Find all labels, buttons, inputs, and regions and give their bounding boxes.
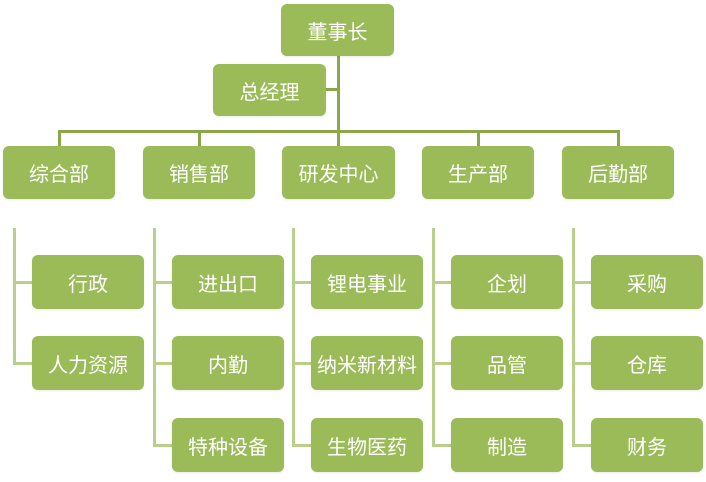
dept-3-sub-branch-1 [292, 281, 311, 284]
dept-2-sub-branch-1 [153, 281, 172, 284]
unit-box: 人力资源 [32, 336, 144, 390]
unit-label: 进出口 [198, 271, 258, 296]
chairman-trunk-line [337, 56, 340, 132]
unit-label: 锂电事业 [327, 271, 407, 296]
unit-box: 财务 [591, 418, 703, 472]
dept-drop-line-1 [58, 130, 61, 146]
unit-label: 财务 [627, 434, 667, 459]
department-label: 后勤部 [588, 162, 648, 186]
unit-box: 采购 [591, 255, 703, 309]
department-label: 销售部 [169, 162, 229, 186]
dept-5-sub-branch-1 [572, 281, 591, 284]
unit-label: 企划 [487, 271, 527, 296]
department-box-3: 研发中心 [282, 146, 395, 199]
unit-label: 采购 [627, 271, 667, 296]
dept-3-sub-branch-3 [292, 444, 311, 447]
department-box-4: 生产部 [422, 146, 534, 199]
unit-label: 特种设备 [188, 434, 268, 459]
unit-box: 企划 [451, 255, 563, 309]
unit-label: 纳米新材料 [317, 352, 417, 377]
dept-2-sub-branch-3 [153, 444, 172, 447]
dept-drop-line-2 [198, 130, 201, 146]
department-box-5: 后勤部 [562, 146, 674, 199]
department-label: 生产部 [448, 162, 508, 186]
dept-4-sub-branch-2 [432, 362, 451, 365]
dept-5-sub-trunk [572, 228, 575, 446]
department-box-2: 销售部 [143, 146, 255, 199]
unit-box: 行政 [32, 255, 144, 309]
dept-3-sub-trunk [292, 228, 295, 446]
dept-drop-line-3 [337, 130, 340, 146]
unit-label: 内勤 [208, 352, 248, 377]
unit-box: 品管 [451, 336, 563, 390]
unit-box: 特种设备 [172, 418, 284, 472]
dept-1-sub-branch-2 [13, 362, 32, 365]
dept-2-sub-trunk [153, 228, 156, 446]
unit-label: 人力资源 [48, 352, 128, 377]
dept-2-sub-branch-2 [153, 362, 172, 365]
chairman-box: 董事长 [281, 4, 394, 56]
manager-branch-line [326, 88, 338, 91]
unit-box: 纳米新材料 [311, 336, 423, 390]
general-manager-box: 总经理 [213, 64, 326, 116]
unit-label: 行政 [68, 271, 108, 296]
unit-box: 仓库 [591, 336, 703, 390]
dept-5-sub-branch-3 [572, 444, 591, 447]
dept-3-sub-branch-2 [292, 362, 311, 365]
unit-box: 制造 [451, 418, 563, 472]
unit-label: 制造 [487, 434, 527, 459]
dept-4-sub-branch-1 [432, 281, 451, 284]
unit-box: 内勤 [172, 336, 284, 390]
unit-box: 进出口 [172, 255, 284, 309]
dept-1-sub-branch-1 [13, 281, 32, 284]
department-label: 综合部 [29, 162, 89, 186]
chairman-label: 董事长 [307, 19, 368, 44]
dept-5-sub-branch-2 [572, 362, 591, 365]
unit-label: 品管 [487, 352, 527, 377]
department-label: 研发中心 [298, 162, 379, 186]
general-manager-label: 总经理 [239, 79, 300, 104]
department-box-1: 综合部 [3, 146, 115, 199]
dept-1-sub-trunk [13, 228, 16, 364]
unit-label: 生物医药 [327, 434, 407, 459]
unit-box: 生物医药 [311, 418, 423, 472]
dept-4-sub-trunk [432, 228, 435, 446]
dept-4-sub-branch-3 [432, 444, 451, 447]
unit-box: 锂电事业 [311, 255, 423, 309]
unit-label: 仓库 [627, 352, 667, 377]
dept-drop-line-4 [477, 130, 480, 146]
dept-drop-line-5 [617, 130, 620, 146]
